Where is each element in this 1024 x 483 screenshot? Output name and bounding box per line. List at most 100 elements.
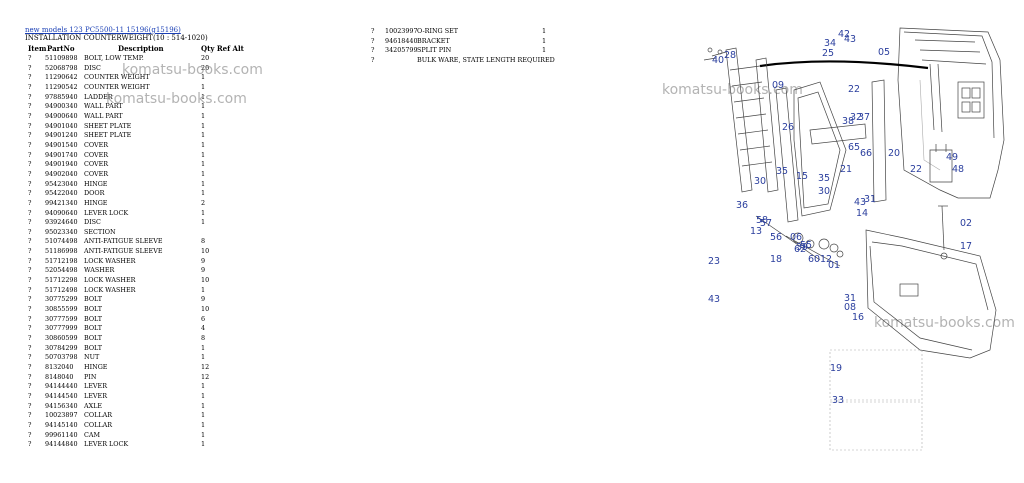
- callout-19: 19: [830, 363, 842, 374]
- callout-21: 21: [840, 164, 852, 175]
- partno-cell: 51712198: [45, 256, 78, 265]
- partno-cell: 30775299: [45, 295, 78, 304]
- description-cell: LEVER LOCK: [84, 440, 129, 449]
- item-cell: ?: [28, 430, 32, 439]
- partno-cell: 51074498: [45, 237, 78, 246]
- callout-02: 02: [960, 218, 972, 229]
- callout-23: 23: [708, 256, 720, 267]
- partno-cell: 94618440: [385, 36, 418, 45]
- callout-38: 38: [842, 116, 854, 127]
- item-cell: ?: [28, 256, 32, 265]
- breadcrumb: new models 123 PC5500-11 15196(g15196): [25, 26, 181, 34]
- header-qty: Qty Ref Alt: [201, 44, 244, 53]
- description-cell: COLLAR: [84, 411, 113, 420]
- qty-cell: 1: [201, 179, 206, 188]
- item-cell: ?: [28, 227, 32, 236]
- callout-25: 25: [822, 48, 834, 59]
- description-cell: LEVER: [84, 391, 108, 400]
- qty-cell: 1: [542, 36, 547, 45]
- callout-58: 58: [756, 215, 768, 226]
- description-cell: LEVER: [84, 382, 108, 391]
- watermark: komatsu-books.com: [874, 315, 1015, 331]
- description-cell: HINGE: [84, 363, 108, 371]
- partno-cell: 11290642: [45, 73, 78, 82]
- partno-cell: 8132040: [45, 363, 74, 371]
- ladder: [725, 47, 779, 193]
- qty-cell: 1: [201, 391, 206, 400]
- description-cell: COVER: [84, 150, 109, 159]
- item-cell: ?: [371, 46, 375, 55]
- model-link[interactable]: new models 123 PC5500-11 15196(g15196): [25, 26, 181, 34]
- item-cell: ?: [28, 73, 32, 82]
- partno-cell: 30784299: [45, 343, 78, 352]
- item-cell: ?: [28, 276, 32, 285]
- description-cell: COUNTER WEIGHT: [84, 73, 150, 82]
- item-cell: ?: [28, 179, 32, 188]
- hinge-parts: [703, 47, 953, 183]
- header-partno: PartNo: [47, 44, 75, 53]
- partno-cell: 93924640: [45, 218, 78, 227]
- callout-30: 30: [754, 176, 766, 187]
- qty-cell: 1: [201, 189, 206, 198]
- qty-cell: 12: [201, 363, 210, 371]
- callout-37: 37: [858, 112, 870, 123]
- qty-cell: 1: [201, 382, 206, 391]
- partno-cell: 51109898: [45, 54, 78, 62]
- qty-cell: 20: [201, 54, 210, 62]
- qty-cell: 1: [201, 169, 206, 178]
- description-cell: HINGE: [84, 198, 108, 207]
- callout-42: 42: [838, 29, 850, 40]
- item-cell: ?: [28, 140, 32, 149]
- qty-cell: 9: [201, 295, 206, 304]
- qty-cell: 1: [201, 111, 206, 120]
- partno-cell: 94901540: [45, 140, 78, 149]
- description-cell: WALL PART: [84, 111, 123, 120]
- qty-cell: 1: [201, 343, 206, 352]
- partno-cell: 94144440: [45, 382, 78, 391]
- partno-cell: 51712498: [45, 285, 78, 294]
- description-cell: WASHER: [84, 266, 115, 275]
- item-cell: ?: [28, 111, 32, 120]
- description-cell: NUT: [84, 353, 100, 362]
- item-cell: ?: [28, 353, 32, 362]
- qty-cell: 1: [201, 430, 206, 439]
- partno-cell: 10023897: [45, 411, 78, 420]
- qty-cell: 1: [201, 401, 206, 410]
- item-cell: ?: [28, 63, 32, 72]
- item-cell: ?: [28, 411, 32, 420]
- item-cell: ?: [28, 440, 32, 449]
- partno-cell: 94901740: [45, 150, 78, 159]
- partno-cell: 51712298: [45, 276, 78, 285]
- callout-20: 20: [888, 148, 900, 159]
- item-cell: ?: [28, 102, 32, 111]
- description-cell: LOCK WASHER: [84, 285, 136, 294]
- qty-cell: 20: [201, 63, 210, 72]
- callout-43: 43: [844, 34, 856, 45]
- partno-cell: 99961140: [45, 430, 78, 439]
- partno-cell: 95423040: [45, 179, 78, 188]
- description-cell: HINGE: [84, 179, 108, 188]
- callout-43: 43: [854, 197, 866, 208]
- description-cell: BOLT: [84, 334, 103, 343]
- partno-cell: 94900340: [45, 102, 78, 111]
- bolt-set: [755, 205, 948, 267]
- leader-line: [759, 60, 929, 70]
- partno-cell: 95023340: [45, 227, 78, 236]
- description-cell: LOCK WASHER: [84, 256, 136, 265]
- description-cell: COVER: [84, 169, 109, 178]
- qty-cell: 1: [201, 82, 206, 91]
- callout-65: 65: [848, 142, 860, 153]
- description-cell: DOOR: [84, 189, 105, 198]
- description-cell: LADDER: [84, 92, 113, 101]
- page-subtitle: INSTALLATION COUNTERWEIGHT(10 : 514-1020…: [25, 34, 208, 42]
- qty-cell: 12: [201, 372, 210, 381]
- description-cell: BOLT: [84, 343, 103, 352]
- callout-34: 34: [824, 38, 836, 49]
- reference-outline: [829, 349, 923, 451]
- callout-18: 18: [770, 254, 782, 265]
- description-cell: SHEET PLATE: [84, 131, 132, 140]
- callout-28: 28: [724, 50, 736, 61]
- callout-05: 05: [878, 47, 890, 58]
- door-panel: [775, 79, 887, 223]
